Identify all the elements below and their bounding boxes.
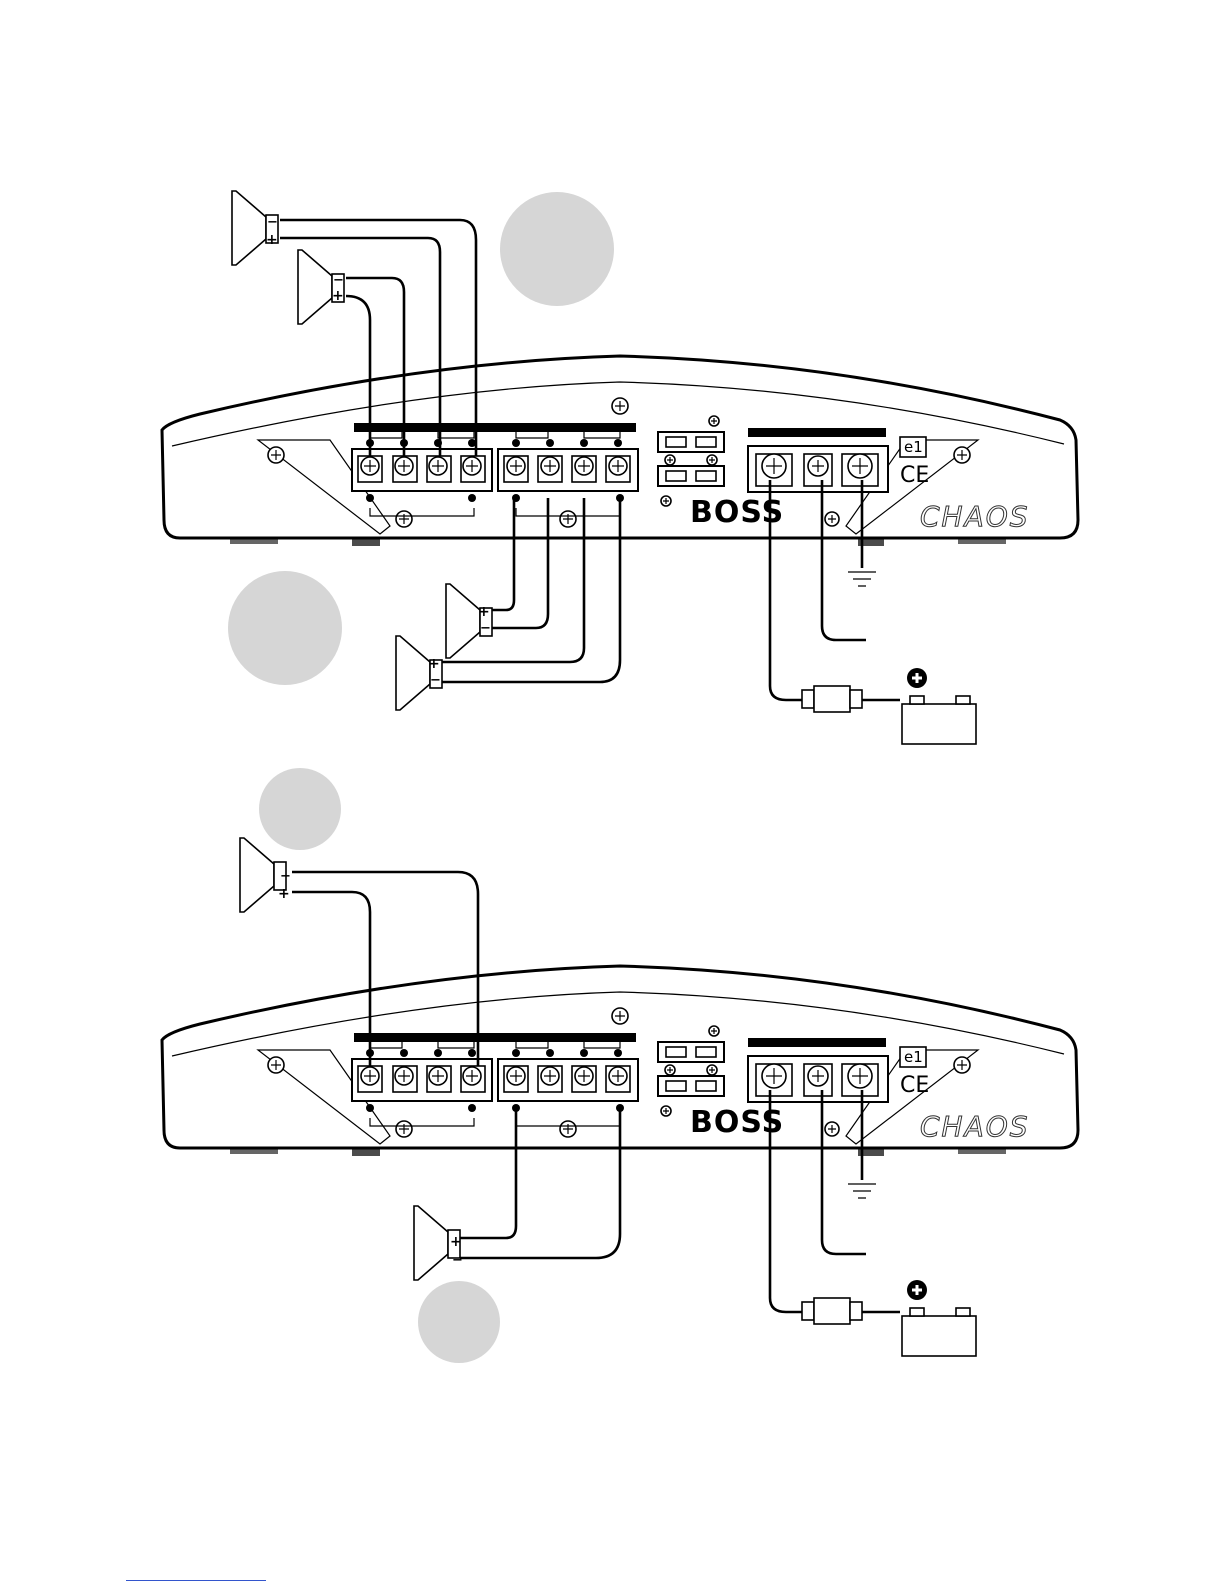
svg-text:−: − <box>267 215 278 230</box>
cert-mark: e1 <box>904 438 923 456</box>
speaker: + − <box>414 1206 463 1280</box>
svg-text:+: + <box>450 1234 462 1250</box>
highlight-circle <box>500 192 614 306</box>
battery <box>902 668 976 744</box>
svg-text:+: + <box>428 656 440 672</box>
ground-symbol <box>848 1184 876 1198</box>
cert-mark: e1 <box>904 1048 923 1066</box>
speaker: − + <box>298 250 344 324</box>
speaker: + − <box>446 584 492 658</box>
svg-text:−: − <box>480 621 491 636</box>
ce-mark: CE <box>900 1073 929 1098</box>
product-logo: CHAOS <box>920 1110 1030 1143</box>
svg-text:+: + <box>478 604 490 620</box>
highlight-circle <box>418 1281 500 1363</box>
top-diagram: BOSS CHAOS e1 CE − + − + + − + − <box>162 191 1078 744</box>
svg-text:−: − <box>333 273 344 288</box>
product-logo: CHAOS <box>920 500 1030 533</box>
inline-fuse <box>802 1298 862 1324</box>
svg-text:+: + <box>332 288 344 304</box>
bottom-diagram: BOSS CHAOS e1 CE − + + − <box>162 768 1078 1363</box>
highlight-circle <box>259 768 341 850</box>
ground-symbol <box>848 572 876 586</box>
battery <box>902 1280 976 1356</box>
footer-link-underline <box>126 1580 266 1581</box>
svg-text:−: − <box>452 1253 463 1268</box>
speaker: − + <box>240 838 291 912</box>
speaker: − + <box>232 191 278 265</box>
speaker: + − <box>396 636 442 710</box>
svg-text:+: + <box>278 886 290 902</box>
svg-text:+: + <box>266 232 278 248</box>
highlight-circle <box>228 571 342 685</box>
inline-fuse <box>802 686 862 712</box>
svg-text:−: − <box>280 869 291 884</box>
ce-mark: CE <box>900 463 929 488</box>
svg-text:−: − <box>430 673 441 688</box>
